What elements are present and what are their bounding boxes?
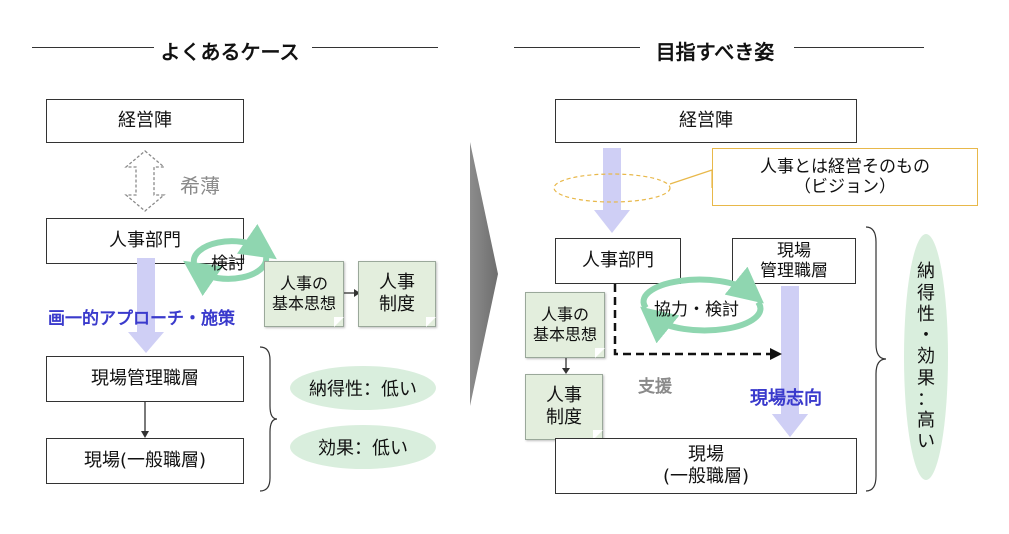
cooperation-label: 協力・検討 (654, 300, 739, 320)
support-dashed-arrow (613, 284, 782, 360)
weak-link-arrow-icon (124, 150, 166, 212)
left-philosophy-line2: 基本思想 (271, 294, 336, 313)
left-philosophy-line1: 人事の (279, 274, 328, 293)
support-label: 支援 (638, 377, 672, 397)
callout-line2: （ビジョン） (794, 177, 896, 197)
result-char: 得 (917, 282, 935, 304)
field-oriented-arrow-tip (772, 414, 808, 437)
left-heading-line-left (32, 47, 154, 48)
left-heading-line-right (312, 47, 438, 48)
result-char: ： (917, 388, 935, 410)
left-system-line2: 制度 (379, 294, 415, 315)
left-management-box: 経営陣 (46, 99, 244, 143)
right-heading-line-right (794, 47, 924, 48)
left-field-managers-box: 現場管理職層 (46, 356, 244, 402)
right-philosophy-line1: 人事の (540, 305, 589, 324)
right-staff-line1: 現場 (687, 444, 724, 466)
weak-label: 希薄 (180, 174, 220, 198)
result-char: 果 (917, 367, 935, 389)
right-system-line1: 人事 (546, 384, 582, 406)
right-managers-line1: 現場 (777, 240, 811, 261)
right-hr-dept-box: 人事部門 (555, 238, 681, 284)
vision-callout: 人事とは経営そのもの（ビジョン） (712, 148, 978, 206)
right-system-line2: 制度 (546, 407, 582, 428)
right-philosophy-line2: 基本思想 (532, 325, 597, 344)
right-philosophy-note: 人事の基本思想 (525, 292, 605, 358)
right-philosophy-to-system-arrow (562, 358, 570, 374)
right-staff-line2: (一般職層) (662, 466, 750, 487)
approach-label: 画一的アプローチ・施策 (48, 309, 235, 329)
left-brace (259, 346, 278, 492)
right-cooperation-cycle-icon (640, 266, 764, 344)
transition-arrow-icon (470, 142, 498, 406)
left-acceptance-pill: 納得性：低い (290, 366, 436, 410)
result-char: い (917, 431, 935, 453)
result-char: 納 (917, 261, 935, 283)
left-hr-dept-box: 人事部門 (46, 218, 244, 264)
approach-arrow (128, 258, 164, 353)
left-heading: よくあるケース (160, 40, 300, 64)
left-review-label: 検討 (211, 254, 245, 274)
right-system-note: 人事制度 (525, 374, 603, 440)
left-philosophy-note: 人事の基本思想 (264, 261, 344, 327)
vision-callout-pointer (553, 169, 713, 203)
right-heading-line-left (514, 47, 640, 48)
callout-line1: 人事とは経営そのもの (760, 156, 930, 177)
right-management-box: 経営陣 (555, 99, 857, 143)
result-char: ・ (917, 325, 935, 347)
result-char: 高 (917, 410, 935, 432)
right-field-staff-box: 現場(一般職層) (555, 438, 857, 494)
philosophy-to-system-arrow (344, 289, 360, 297)
left-system-note: 人事制度 (358, 261, 436, 327)
left-effect-pill: 効果：低い (290, 425, 436, 469)
field-oriented-arrow (772, 286, 808, 437)
vision-arrow (594, 148, 630, 233)
right-brace (865, 226, 887, 492)
left-field-staff-box: 現場(一般職層) (46, 438, 244, 484)
right-managers-line2: 管理職層 (760, 261, 828, 281)
result-char: 性 (917, 303, 935, 325)
left-system-line1: 人事 (379, 271, 415, 293)
right-heading: 目指すべき姿 (655, 40, 775, 64)
result-char: 効 (917, 346, 935, 368)
right-result-pill: 納 得 性 ・ 効 果 ： 高 い (904, 234, 948, 480)
field-oriented-label: 現場志向 (750, 388, 822, 409)
managers-to-staff-arrow (141, 402, 149, 438)
